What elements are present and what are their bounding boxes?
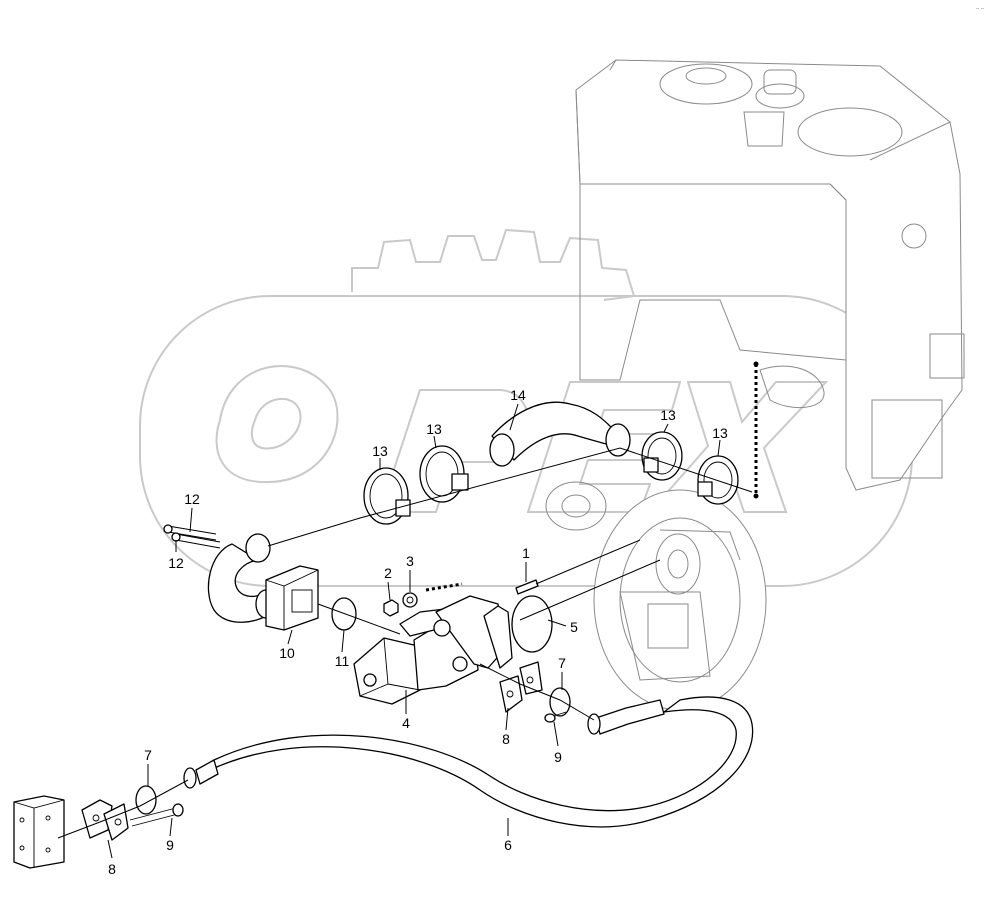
o-ring-11 [331, 597, 357, 631]
dashed-connection-pump [425, 582, 463, 592]
callout-1: 1 [522, 545, 530, 561]
connection-point [753, 493, 759, 499]
callout-7-right: 7 [558, 655, 566, 671]
callout-12-top: 12 [184, 491, 200, 507]
hydraulic-tank [575, 59, 965, 491]
callout-7-left: 7 [144, 747, 152, 763]
washer-3 [402, 592, 418, 608]
flange-8-right [499, 661, 543, 713]
o-ring-7-right [549, 687, 571, 717]
flange-block-10 [265, 565, 319, 631]
hose-clamp-13-c [641, 431, 683, 481]
hose-clamp-13-d [697, 455, 739, 505]
connection-point [753, 361, 759, 367]
centerline-valve [57, 779, 189, 839]
hose-clamp-13-b [419, 445, 469, 503]
callout-13-a: 13 [372, 443, 388, 459]
callout-4: 4 [402, 715, 410, 731]
hose-clamp-13-a [363, 467, 411, 525]
callout-12-bottom: 12 [168, 555, 184, 571]
callout-9-left: 9 [166, 837, 174, 853]
transmission-housing [545, 481, 767, 711]
pressure-hose-6 [183, 696, 754, 828]
hose-14 [489, 401, 631, 467]
corner-code: -- -- [976, 6, 984, 12]
bolt-9-right [544, 711, 567, 723]
o-ring-7-left [135, 785, 157, 815]
callout-14: 14 [510, 387, 526, 403]
bolt-9-left [129, 803, 184, 827]
callout-8-left: 8 [108, 861, 116, 877]
callout-6: 6 [504, 837, 512, 853]
watermark-logo [139, 228, 913, 587]
centerline-shaft [519, 539, 661, 621]
callout-2: 2 [384, 565, 392, 581]
callout-11: 11 [335, 653, 350, 669]
callout-13-b: 13 [426, 421, 442, 437]
callout-labels: 1 2 3 4 5 6 7 7 8 8 9 9 10 11 12 12 13 1… [108, 387, 728, 877]
valve-block [13, 795, 65, 869]
bolts-12 [163, 524, 221, 549]
shaft-1 [515, 579, 539, 595]
callout-13-d: 13 [712, 425, 728, 441]
callout-3: 3 [406, 553, 414, 569]
callout-13-c: 13 [660, 407, 676, 423]
callout-10: 10 [279, 645, 295, 661]
centerline-suction [267, 447, 753, 547]
centerline-flange [317, 603, 401, 635]
callout-9-right: 9 [554, 749, 562, 765]
callout-5: 5 [570, 619, 578, 635]
nut-2 [383, 599, 399, 617]
callout-leaders [107, 403, 721, 859]
hydraulic-pump-4 [353, 595, 513, 705]
callout-8-right: 8 [502, 731, 510, 747]
gasket-5 [511, 595, 553, 653]
centerline-pressure [479, 663, 595, 721]
